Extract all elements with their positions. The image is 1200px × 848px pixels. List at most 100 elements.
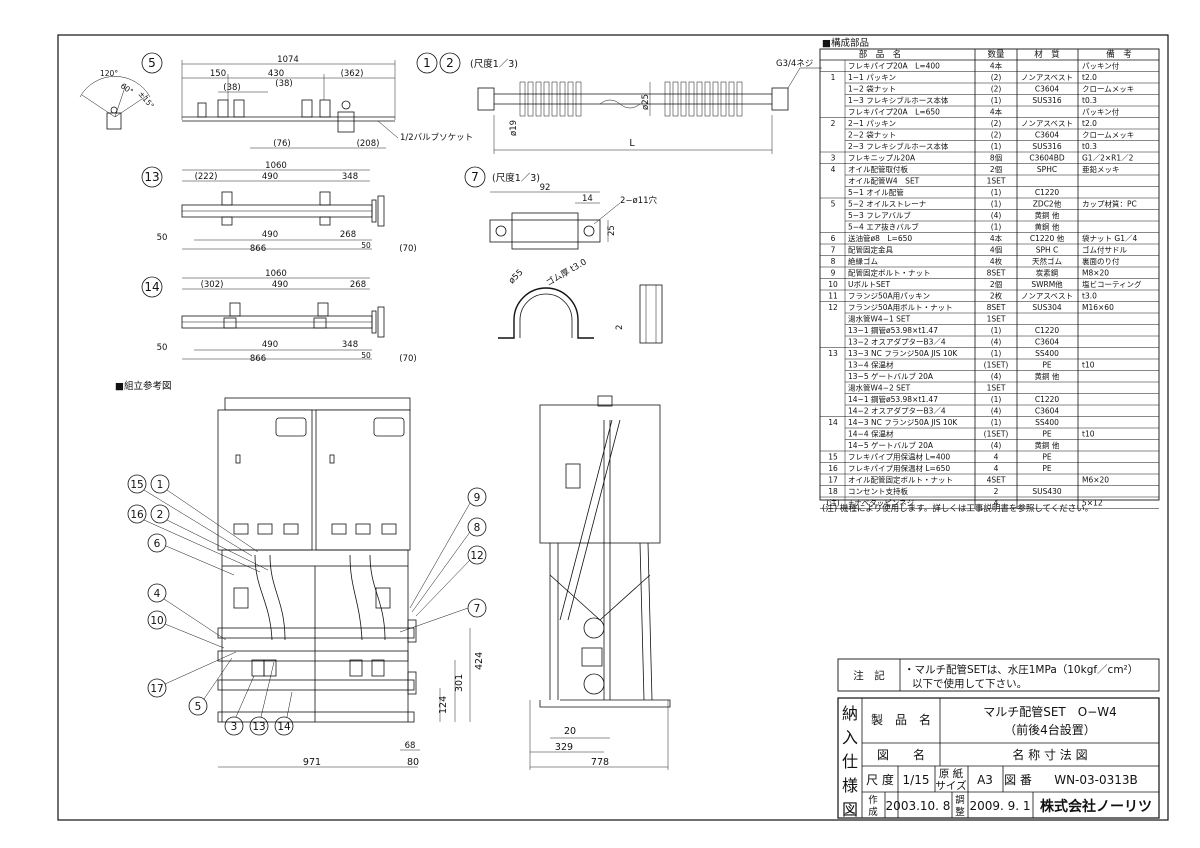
parts-row-qty: (1) xyxy=(991,349,1002,358)
tb-scale-value: 1/15 xyxy=(903,773,930,787)
parts-row-no: 3 xyxy=(831,154,836,163)
parts-row-no: 1 xyxy=(831,73,836,82)
v14-dim-total: 1060 xyxy=(265,269,287,279)
front-dim-971: 971 xyxy=(303,757,321,768)
tb-scale-label: 尺 度 xyxy=(866,772,894,787)
parts-row-no: 2 xyxy=(831,119,836,128)
parts-row-name: 5−4 エア抜きバルブ xyxy=(848,222,919,232)
parts-row-material: C3604 xyxy=(1035,407,1060,416)
title-block: 納 入 仕 様 図 製 品 名 マルチ配管SET O−W4 （前後4台設置） 図… xyxy=(837,697,1160,819)
parts-row-qty: (4) xyxy=(991,211,1002,220)
parts-row-material: 黄銅 他 xyxy=(1035,210,1060,220)
v13-dim-348: 348 xyxy=(342,172,358,182)
parts-row-qty: (2) xyxy=(991,119,1002,128)
parts-header-name: 部 品 名 xyxy=(859,49,902,60)
tb-company: 株式会社ノーリツ xyxy=(1040,798,1152,815)
parts-row-no: 11 xyxy=(828,292,838,301)
tb-paper-label-2: サイズ xyxy=(935,779,966,792)
callout-14: 14 xyxy=(277,721,291,733)
parts-row-qty: (4) xyxy=(991,372,1002,381)
tb-vertical-1: 納 xyxy=(842,704,858,723)
parts-row-name: フレキパイプ20A L=650 xyxy=(848,108,940,117)
tb-paper-label-1: 原 紙 xyxy=(939,767,964,780)
parts-row-name: オイル配管固定ボルト・ナット xyxy=(848,475,953,485)
v14-dim-268: 268 xyxy=(350,280,366,290)
parts-row-material: 炭素鋼 xyxy=(1036,268,1059,278)
tb-vertical-4: 様 xyxy=(842,776,858,795)
parts-row-note: 亜鉛メッキ xyxy=(1082,164,1120,174)
parts-row-qty: 1SET xyxy=(987,315,1006,324)
flex-dia-19: ø19 xyxy=(509,120,519,136)
note-label: 注 記 xyxy=(853,669,885,682)
corrugation-right xyxy=(664,81,743,117)
front-dim-424: 424 xyxy=(474,652,485,670)
assembly-callouts-right: 9 8 12 7 xyxy=(399,487,487,633)
note-line-2: 以下で使用して下さい。 xyxy=(912,677,1027,690)
side-dim-778: 778 xyxy=(591,757,609,768)
view-13-water-pipe: 13 1060 (222) 490 348 490 268 866 50 50 … xyxy=(141,161,417,254)
parts-row-name: フランジ50A用ボルト・ナット xyxy=(848,303,953,312)
parts-row-name: オイル配管W4 SET xyxy=(848,176,920,186)
parts-row-qty: (2) xyxy=(991,131,1002,140)
v14-dim-348: 348 xyxy=(342,340,358,350)
tb-made-label-2: 成 xyxy=(868,806,878,818)
parts-row-qty: (1) xyxy=(991,326,1002,335)
parts-row-material: ZDC2他 xyxy=(1033,199,1062,209)
v7-rubber: ゴム厚 t3.0 xyxy=(544,257,589,289)
v5-dim-total: 1074 xyxy=(277,55,299,65)
parts-row-note: クロームメッキ xyxy=(1082,85,1134,94)
parts-row-name: フレキパイプ20A L=400 xyxy=(848,62,940,71)
tb-made-date: 2003.10. 8 xyxy=(886,799,951,813)
view-5-callout xyxy=(141,52,163,74)
v14-dim-302: (302) xyxy=(201,280,224,290)
parts-row-name: 14−2 オスアダプターB3／4 xyxy=(848,406,946,416)
parts-row-note: M16×60 xyxy=(1082,303,1114,312)
view-2-label: 2 xyxy=(446,56,454,70)
parts-row-qty: (4) xyxy=(991,441,1002,450)
assembly-side-view: 20 329 778 xyxy=(529,395,671,770)
parts-row-name: フランジ50A用パッキン xyxy=(848,292,930,301)
parts-row-no: 6 xyxy=(831,234,836,243)
parts-row-note: t10 xyxy=(1082,361,1095,370)
parts-row-name: 13−2 オスアダプターB3／4 xyxy=(848,337,946,347)
parts-row-name: 5−1 オイル配管 xyxy=(848,187,904,197)
parts-row-qty: (1) xyxy=(991,223,1002,232)
parts-row-material: ノンアスベスト xyxy=(1021,73,1073,82)
parts-row-material: 黄銅 他 xyxy=(1035,222,1060,232)
parts-row-name: フレキパイプ用保温材 L=400 xyxy=(848,452,950,462)
parts-row-material: C3604 xyxy=(1035,85,1060,94)
parts-row-qty: (2) xyxy=(991,85,1002,94)
parts-row-no: 9 xyxy=(831,269,836,278)
v13-dim-490b: 490 xyxy=(262,230,278,240)
view-14-water-pipe: 14 1060 (302) 490 268 490 348 866 50 50 … xyxy=(141,269,417,364)
v14-dim-50b: 50 xyxy=(361,351,371,360)
view-14-label: 14 xyxy=(144,280,159,294)
parts-row-note: 塩ビコーティング xyxy=(1082,279,1142,289)
parts-row-material: C1220 xyxy=(1035,188,1060,197)
parts-title: ■構成部品 xyxy=(822,37,869,49)
front-dim-301: 301 xyxy=(454,674,465,692)
parts-header-material: 材 質 xyxy=(1034,49,1060,60)
view-7-scale: (尺度1／3) xyxy=(492,172,540,184)
parts-row-note: 袋ナット G1／4 xyxy=(1082,233,1137,243)
parts-row-material: PE xyxy=(1042,361,1052,370)
parts-row-qty: 4 xyxy=(994,499,999,508)
parts-row-note: M8×20 xyxy=(1082,269,1109,278)
callout-1: 1 xyxy=(157,479,164,491)
parts-row-name: フレキニップル20A xyxy=(848,154,916,163)
angle-120: 120° xyxy=(100,69,118,78)
parts-row-qty: 4本 xyxy=(990,61,1003,71)
callout-8: 8 xyxy=(474,522,481,534)
parts-row-no: 12 xyxy=(828,303,838,312)
callout-15: 15 xyxy=(130,479,143,491)
callout-9: 9 xyxy=(474,492,481,504)
callout-6: 6 xyxy=(154,538,161,550)
parts-row-name: 14−3 NC フランジ50A JIS 10K xyxy=(848,418,958,427)
parts-row-qty: (1) xyxy=(991,96,1002,105)
parts-row-name: 湯水管W4−1 SET xyxy=(848,314,911,324)
front-dim-124: 124 xyxy=(438,696,449,714)
v5-dim-76: (76) xyxy=(273,139,290,149)
parts-row-qty: 2枚 xyxy=(990,291,1003,301)
side-dim-20: 20 xyxy=(564,726,576,737)
parts-row-qty: 2個 xyxy=(990,279,1002,289)
